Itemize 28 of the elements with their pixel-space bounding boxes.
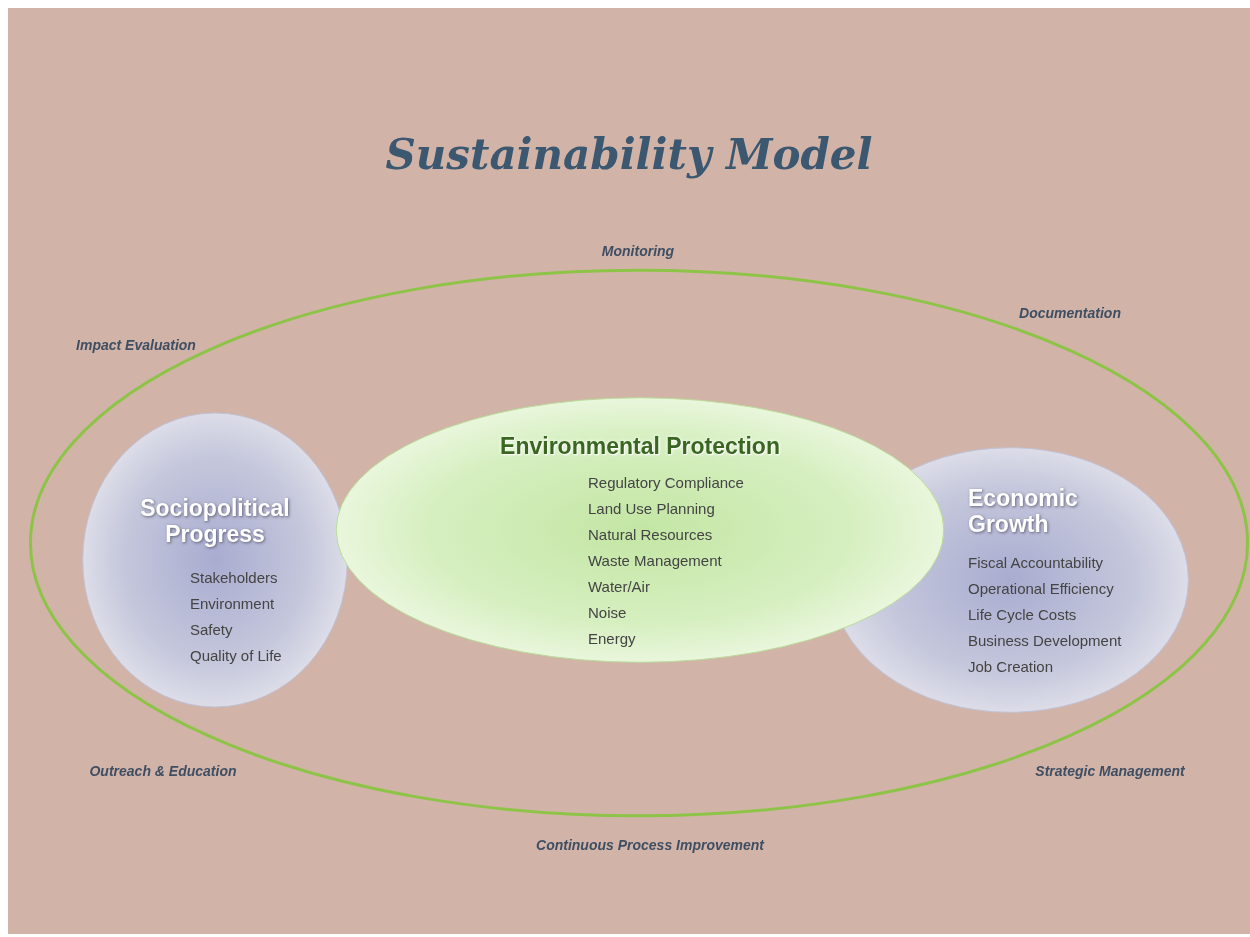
ring-outline <box>28 268 1250 818</box>
ring-label: Continuous Process Improvement <box>536 837 764 853</box>
list-item: Business Development <box>968 631 1122 651</box>
list-item: Life Cycle Costs <box>968 605 1077 625</box>
list-item: Energy <box>588 629 636 649</box>
ring-label: Strategic Management <box>1035 763 1185 779</box>
list-item: Waste Management <box>588 551 722 571</box>
list-item: Operational Efficiency <box>968 579 1114 599</box>
diagram-title: Sustainability Model <box>384 130 874 179</box>
list-item: Land Use Planning <box>588 499 715 519</box>
ring-label: Documentation <box>1019 305 1121 321</box>
ring-label: Outreach & Education <box>89 763 237 779</box>
ellipse-bubble <box>80 410 350 710</box>
ring-label: Monitoring <box>601 243 675 259</box>
list-item: Stakeholders <box>190 568 278 588</box>
bubble-heading: Sociopolitical Progress <box>139 495 291 547</box>
list-item: Noise <box>588 603 627 623</box>
list-item: Quality of Life <box>190 646 282 666</box>
list-item: Water/Air <box>588 577 650 597</box>
list-item: Environment <box>190 594 275 614</box>
bubble-heading: Environmental Protection <box>499 433 781 459</box>
list-item: Natural Resources <box>588 525 713 545</box>
list-item: Job Creation <box>968 657 1054 677</box>
ring-label: Impact Evaluation <box>76 337 196 353</box>
list-item: Regulatory Compliance <box>588 473 744 493</box>
list-item: Safety <box>190 620 233 640</box>
bubble-heading: Economic Growth <box>968 485 1079 537</box>
list-item: Fiscal Accountability <box>968 553 1104 573</box>
